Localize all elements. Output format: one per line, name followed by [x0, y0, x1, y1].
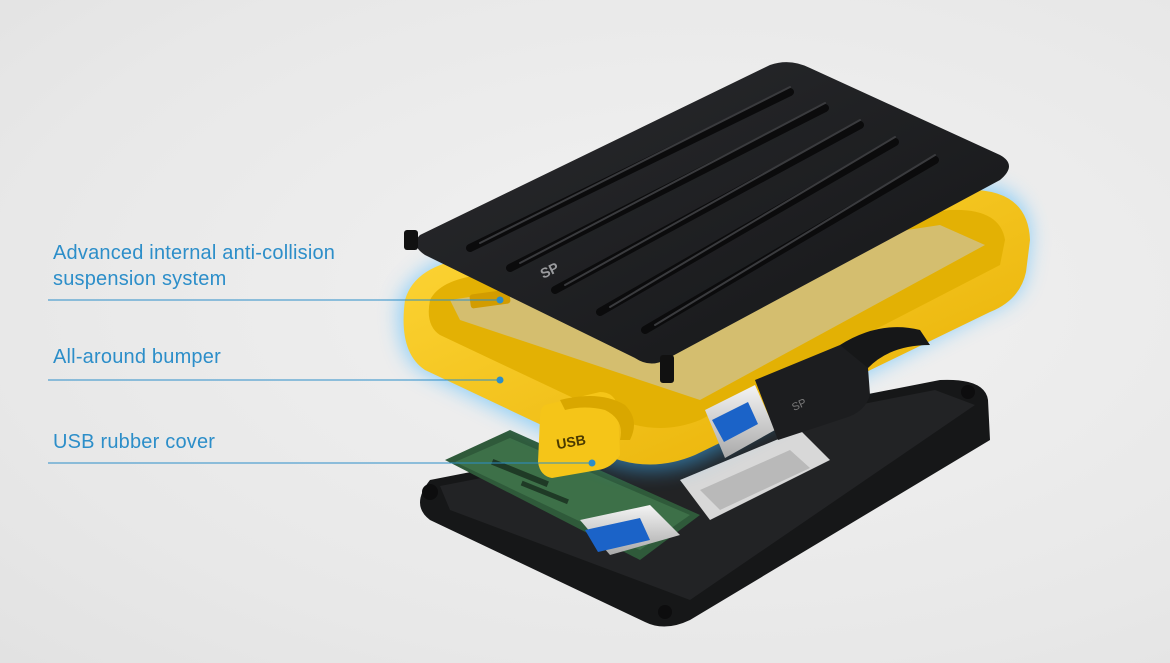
cable-logo-text: SP	[790, 397, 808, 414]
drive-bracket	[680, 430, 830, 520]
suspension-leader-dot	[496, 296, 504, 304]
usb-cable-plug: SP	[705, 327, 930, 458]
usb-cover-leader-dot	[588, 459, 596, 467]
callout-lines	[48, 296, 596, 467]
callout-usb-cover-label: USB rubber cover	[53, 431, 216, 453]
callout-usb-rubber-cover: USB rubber cover	[53, 429, 215, 455]
board-usb-port	[580, 505, 680, 555]
callout-suspension-line1: Advanced internal anti-collision	[53, 242, 336, 264]
callout-suspension-line2: suspension system	[53, 268, 227, 290]
callout-bumper-label: All-around bumper	[53, 346, 221, 368]
top-cover: SP	[404, 62, 1009, 383]
callout-suspension-system: Advanced internal anti-collision suspens…	[53, 240, 335, 292]
callout-all-around-bumper: All-around bumper	[53, 344, 221, 370]
bumper-leader-dot	[496, 376, 504, 384]
usb-rubber-cover: USB	[538, 392, 634, 478]
cover-clip-left	[404, 230, 418, 250]
cover-clip-front	[660, 355, 674, 383]
usb-port-label: USB	[555, 431, 587, 452]
cover-logo: SP	[538, 259, 562, 282]
